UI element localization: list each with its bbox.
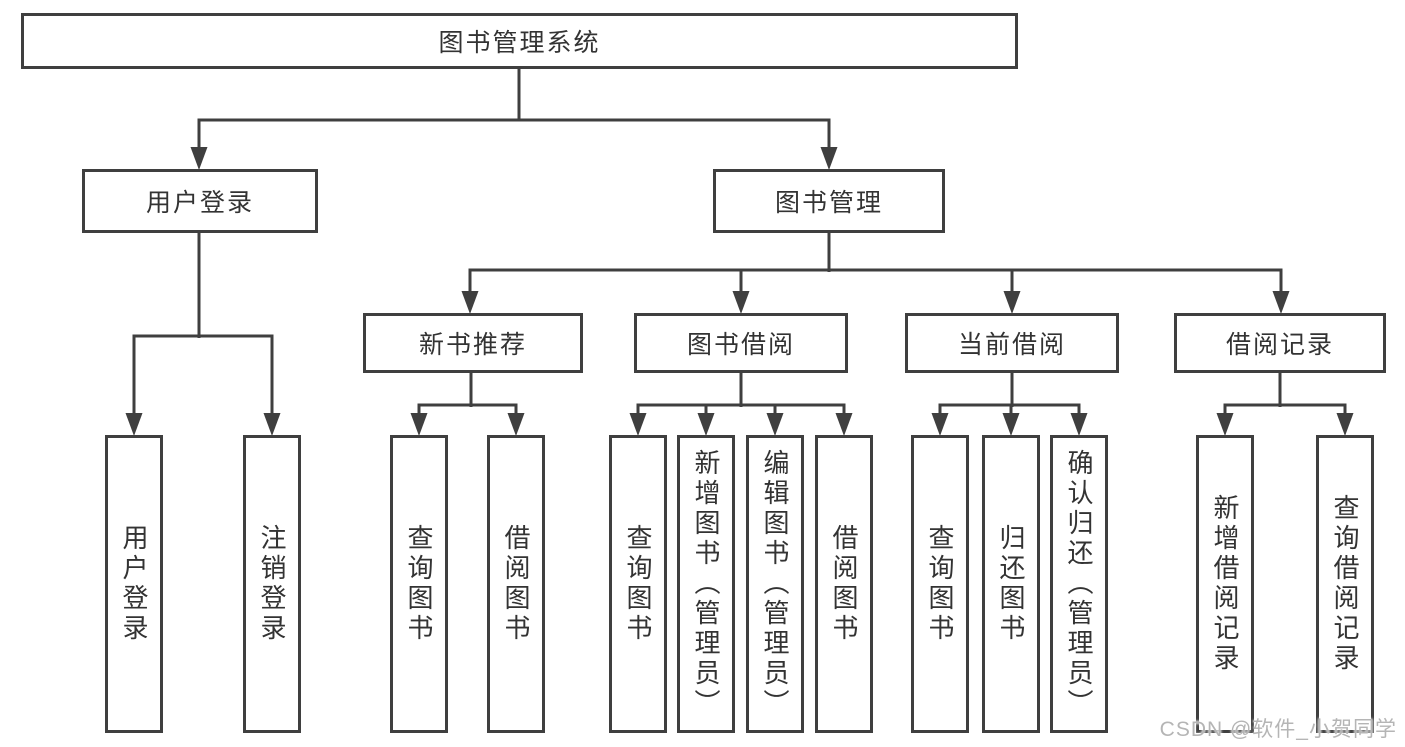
leaf-label: 用户登录	[119, 524, 149, 644]
arrow-down-icon	[1070, 413, 1088, 436]
csdn-watermark: CSDN @软件_小贺同学	[1159, 718, 1397, 741]
leaf-query-books-current: 查询图书	[911, 435, 969, 733]
leaf-confirm-return-admin: 确认归还（管理员）	[1050, 435, 1108, 733]
leaf-query-books-borrow: 查询图书	[609, 435, 667, 733]
leaf-add-book-admin: 新增图书（管理员）	[677, 435, 735, 733]
node-user-login: 用户登录	[82, 169, 318, 233]
leaf-label: 查询图书	[925, 524, 955, 644]
arrow-down-icon	[931, 413, 949, 436]
arrow-down-icon	[1272, 291, 1290, 314]
node-book-management: 图书管理	[713, 169, 945, 233]
node-label: 用户登录	[145, 189, 254, 217]
arrow-down-icon	[410, 413, 428, 436]
leaf-label: 借阅图书	[501, 524, 531, 644]
node-label: 新书推荐	[418, 331, 527, 359]
arrow-down-icon	[461, 291, 479, 314]
leaf-label: 借阅图书	[829, 524, 859, 644]
arrow-down-icon	[263, 413, 281, 436]
leaf-user-login: 用户登录	[105, 435, 163, 733]
arrow-down-icon	[835, 413, 853, 436]
node-label: 图书借阅	[686, 331, 795, 359]
leaf-label: 查询图书	[404, 524, 434, 644]
leaf-label: 编辑图书（管理员）	[760, 449, 790, 719]
leaf-label: 归还图书	[996, 524, 1026, 644]
leaf-label: 确认归还（管理员）	[1064, 449, 1094, 719]
leaf-return-book: 归还图书	[982, 435, 1040, 733]
arrow-down-icon	[732, 291, 750, 314]
arrow-down-icon	[125, 413, 143, 436]
node-new-book-recommend: 新书推荐	[363, 313, 583, 373]
leaf-edit-book-admin: 编辑图书（管理员）	[746, 435, 804, 733]
arrow-down-icon	[697, 413, 715, 436]
arrow-down-icon	[1336, 413, 1354, 436]
node-borrow-record: 借阅记录	[1174, 313, 1386, 373]
arrow-down-icon	[1216, 413, 1234, 436]
leaf-query-books-recommend: 查询图书	[390, 435, 448, 733]
arrow-down-icon	[820, 147, 838, 170]
arrow-down-icon	[1002, 413, 1020, 436]
arrow-down-icon	[190, 147, 208, 170]
leaf-add-borrow-record: 新增借阅记录	[1196, 435, 1254, 733]
leaf-label: 查询图书	[623, 524, 653, 644]
arrow-down-icon	[766, 413, 784, 436]
leaf-label: 新增图书（管理员）	[691, 449, 721, 719]
leaf-label: 注销登录	[257, 524, 287, 644]
node-library-system: 图书管理系统	[21, 13, 1018, 69]
arrow-down-icon	[1003, 291, 1021, 314]
leaf-borrow-books-borrow: 借阅图书	[815, 435, 873, 733]
arrow-down-icon	[507, 413, 525, 436]
node-label: 当前借阅	[957, 331, 1066, 359]
leaf-label: 查询借阅记录	[1330, 494, 1360, 674]
arrow-down-icon	[629, 413, 647, 436]
node-current-borrow: 当前借阅	[905, 313, 1119, 373]
leaf-query-borrow-record: 查询借阅记录	[1316, 435, 1374, 733]
leaf-logout: 注销登录	[243, 435, 301, 733]
node-label: 图书管理	[774, 189, 883, 217]
leaf-label: 新增借阅记录	[1210, 494, 1240, 674]
node-book-borrow: 图书借阅	[634, 313, 848, 373]
node-label: 图书管理系统	[438, 29, 601, 57]
node-label: 借阅记录	[1225, 331, 1334, 359]
leaf-borrow-books-recommend: 借阅图书	[487, 435, 545, 733]
